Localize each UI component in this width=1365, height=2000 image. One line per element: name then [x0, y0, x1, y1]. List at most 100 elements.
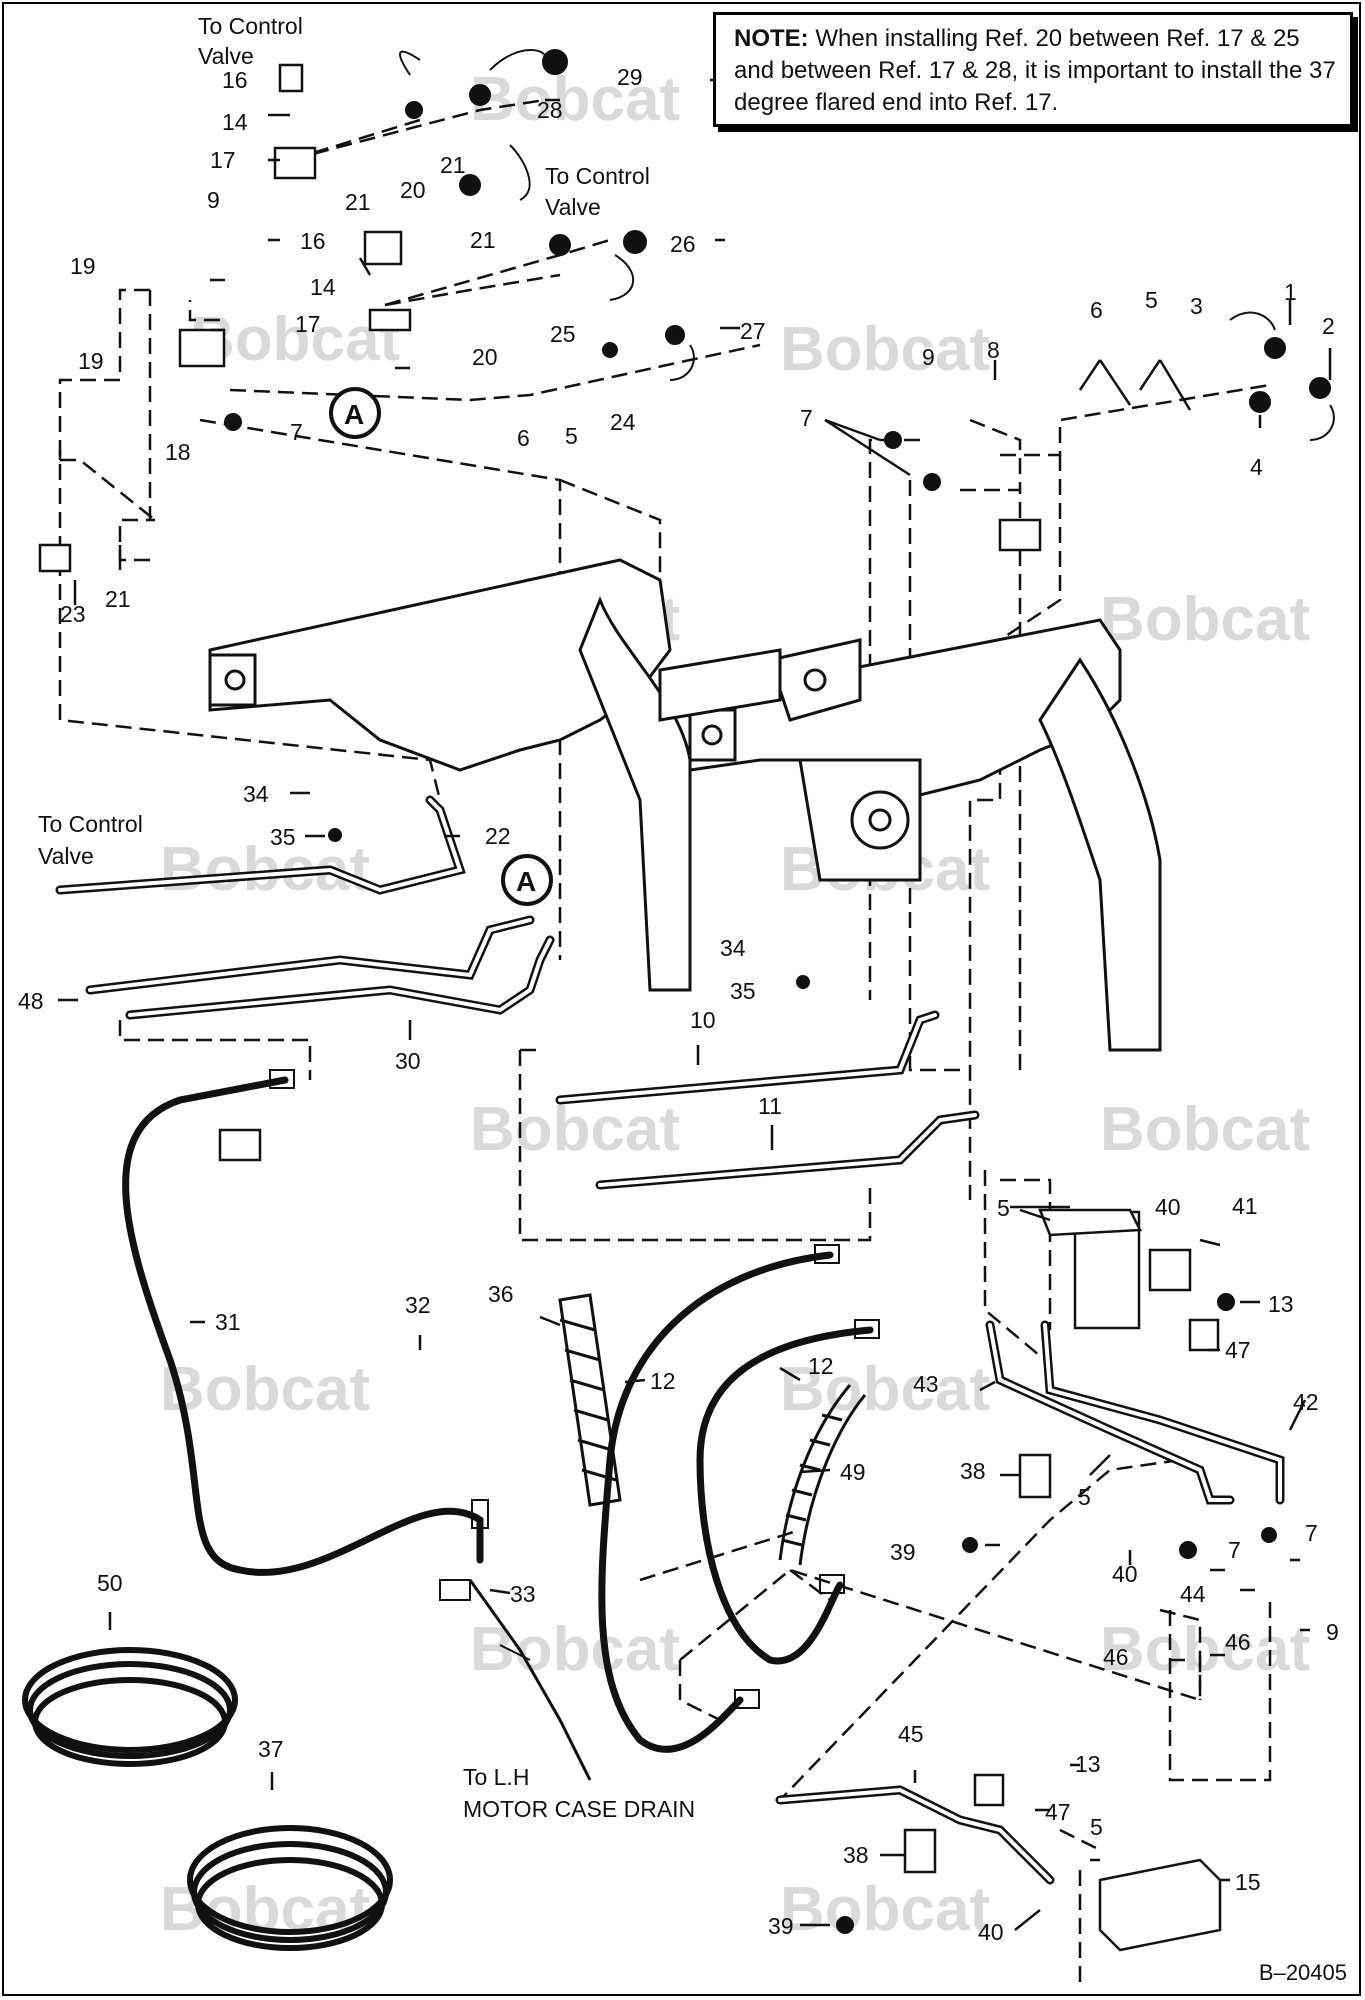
- detail-marker-label: A: [344, 399, 364, 430]
- callout-21: 21: [345, 189, 371, 215]
- leader-lines: [58, 78, 1332, 1931]
- drain-hose: [468, 1579, 592, 1781]
- captions: To Control Valve To Control Valve To Con…: [38, 13, 695, 1822]
- callout-38: 38: [843, 1842, 869, 1868]
- callout-34: 34: [720, 935, 746, 961]
- watermark: Bobcat: [1100, 585, 1310, 654]
- note-text: When installing Ref. 20 between Ref. 17 …: [734, 25, 1336, 116]
- callout-14: 14: [222, 109, 248, 135]
- callout-labels: 16 14 17 29 28 21 21 20 9 16 21 26 19 14…: [18, 64, 1339, 1945]
- callout-7: 7: [1228, 1537, 1241, 1563]
- callout-15: 15: [1235, 1869, 1261, 1895]
- callout-10: 10: [690, 1007, 716, 1033]
- callout-2: 2: [1322, 313, 1335, 339]
- callout-49: 49: [840, 1459, 866, 1485]
- callout-18: 18: [165, 439, 191, 465]
- callout-35: 35: [730, 978, 756, 1004]
- callout-39: 39: [890, 1539, 916, 1565]
- callout-11: 11: [758, 1093, 782, 1119]
- callout-5: 5: [1078, 1484, 1091, 1510]
- callout-17: 17: [210, 147, 236, 173]
- caption-motor-case-drain: MOTOR CASE DRAIN: [463, 1796, 695, 1822]
- callout-39: 39: [768, 1913, 794, 1939]
- watermark: Bobcat: [470, 65, 680, 134]
- callout-36: 36: [488, 1281, 514, 1307]
- callout-9: 9: [207, 187, 220, 213]
- callout-16: 16: [222, 67, 248, 93]
- callout-9: 9: [922, 344, 935, 370]
- hose-fittings: [269, 1069, 880, 1709]
- routing-lines: [58, 98, 1272, 1990]
- caption-to-control-valve: Valve: [38, 843, 94, 869]
- callout-33: 33: [510, 1581, 536, 1607]
- callout-40: 40: [1112, 1561, 1138, 1587]
- coiled-hose-50: [22, 1647, 238, 1767]
- caption-to-control-valve: To Control: [198, 13, 303, 39]
- callout-22: 22: [485, 823, 511, 849]
- caption-motor-case-drain: To L.H: [463, 1764, 529, 1790]
- callout-34: 34: [243, 781, 269, 807]
- callout-4: 4: [1250, 454, 1263, 480]
- callout-9: 9: [1326, 1619, 1339, 1645]
- callout-37: 37: [258, 1736, 284, 1762]
- fittings-top: [38, 63, 1222, 1952]
- callout-12: 12: [808, 1353, 834, 1379]
- callout-13: 13: [1268, 1291, 1294, 1317]
- note-lead: NOTE:: [734, 25, 809, 52]
- callout-31: 31: [215, 1309, 241, 1335]
- document-id: B–20405: [1258, 1960, 1347, 1985]
- callout-7: 7: [290, 419, 303, 445]
- loader-lift-arm-left: [208, 558, 692, 992]
- callout-21: 21: [440, 152, 466, 178]
- callout-5: 5: [1090, 1814, 1103, 1840]
- callout-21: 21: [470, 227, 496, 253]
- spiral-guard-36: [558, 1293, 622, 1507]
- detail-marker-label: A: [516, 866, 536, 897]
- loader-lift-arm-right: [688, 618, 1162, 1052]
- callout-3: 3: [1190, 293, 1203, 319]
- callout-28: 28: [537, 97, 563, 123]
- steel-tubes-fill: [58, 798, 1282, 1882]
- watermark: Bobcat: [160, 1355, 370, 1424]
- callout-19: 19: [70, 253, 96, 279]
- callout-6: 6: [1090, 297, 1103, 323]
- caption-to-control-valve: To Control: [545, 163, 650, 189]
- callout-30: 30: [395, 1048, 421, 1074]
- callout-7: 7: [800, 405, 813, 431]
- spiral-guard-49: [778, 1384, 867, 1566]
- callout-50: 50: [97, 1570, 123, 1596]
- callout-43: 43: [913, 1371, 939, 1397]
- callout-47: 47: [1225, 1337, 1251, 1363]
- callout-38: 38: [960, 1458, 986, 1484]
- callout-29: 29: [617, 64, 643, 90]
- callout-46: 46: [1225, 1629, 1251, 1655]
- callout-46: 46: [1103, 1644, 1129, 1670]
- fittings-dark: [224, 49, 1331, 1934]
- callout-14: 14: [310, 274, 336, 300]
- watermark: Bobcat: [780, 1355, 990, 1424]
- callout-20: 20: [472, 344, 498, 370]
- callout-21: 21: [105, 586, 131, 612]
- callout-7: 7: [1305, 1520, 1318, 1546]
- callout-32: 32: [405, 1292, 431, 1318]
- caption-to-control-valve: Valve: [545, 194, 601, 220]
- tee-fitting: [439, 1579, 531, 1661]
- coiled-hose-37: [187, 1825, 393, 1951]
- installation-note: NOTE: When installing Ref. 20 between Re…: [713, 12, 1353, 127]
- callout-12: 12: [650, 1368, 676, 1394]
- callout-19: 19: [78, 348, 104, 374]
- watermark: Bobcat: [470, 1095, 680, 1164]
- callout-48: 48: [18, 988, 44, 1014]
- watermark: Bobcat: [780, 315, 990, 384]
- callout-47: 47: [1045, 1799, 1071, 1825]
- callout-8: 8: [987, 337, 1000, 363]
- callout-25: 25: [550, 321, 576, 347]
- callout-44: 44: [1180, 1581, 1206, 1607]
- caption-to-control-valve: Valve: [198, 43, 254, 69]
- callout-45: 45: [898, 1721, 924, 1747]
- callout-27: 27: [740, 318, 766, 344]
- callout-16: 16: [300, 228, 326, 254]
- callout-26: 26: [670, 231, 696, 257]
